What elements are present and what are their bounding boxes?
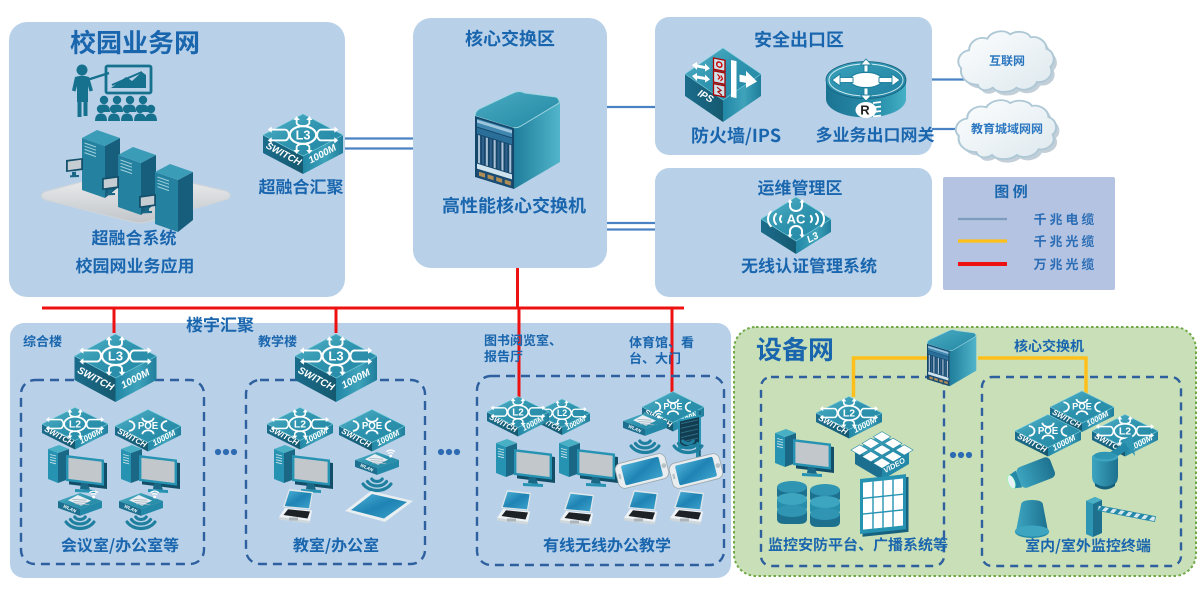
svg-text:WLAN: WLAN (359, 463, 374, 473)
svg-text:WLAN: WLAN (627, 424, 642, 434)
svg-text:POE: POE (1038, 426, 1059, 437)
svg-text:L3: L3 (328, 349, 343, 364)
svg-text:WLAN: WLAN (123, 504, 138, 514)
svg-text:POE: POE (138, 421, 159, 432)
svg-text:AC: AC (787, 212, 806, 227)
svg-text:POE: POE (663, 402, 682, 412)
svg-text:L3: L3 (108, 349, 123, 364)
svg-text:L2: L2 (557, 408, 567, 418)
svg-text:L3: L3 (805, 230, 821, 245)
svg-text:L3: L3 (296, 128, 311, 142)
svg-text:WLAN: WLAN (62, 504, 77, 514)
svg-text:L2: L2 (1119, 427, 1131, 438)
svg-text:L2: L2 (294, 420, 306, 431)
svg-text:R: R (860, 103, 870, 118)
svg-text:L2: L2 (69, 420, 81, 431)
svg-text:POE: POE (1072, 402, 1092, 412)
svg-text:L2: L2 (843, 409, 855, 420)
svg-text:L2: L2 (512, 407, 524, 418)
svg-text:POE: POE (362, 421, 383, 432)
